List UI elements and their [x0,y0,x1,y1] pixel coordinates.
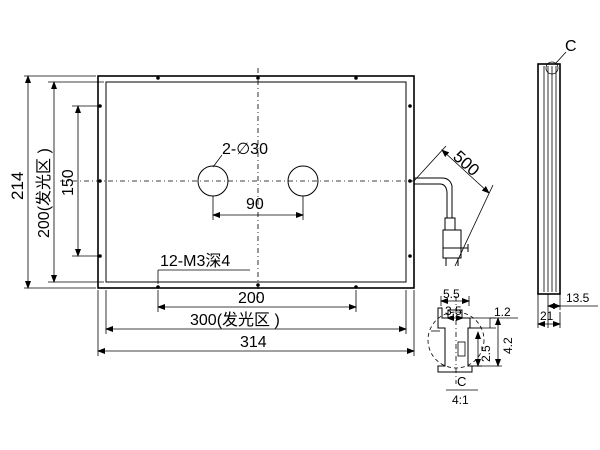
detail-scale: 4:1 [452,393,469,407]
detail-12-label: 1.2 [494,305,511,319]
threads-label: 12-M3深4 [160,252,230,270]
holes-label: 2-∅30 [222,141,268,158]
cable [414,177,469,266]
side-callout-label: C [565,38,577,55]
emit-width-label: 300(发光区 ) [190,311,280,329]
thread-pitch-x-label: 200 [238,290,265,307]
side-view: C 13.5 21 [537,38,598,328]
cable-length-label: 500 [449,147,483,180]
emit-height-label: 200(发光区 ) [35,148,53,238]
hole-pitch-label: 90 [246,196,264,213]
side-135-label: 13.5 [566,291,590,305]
emitting-area-outline [105,81,407,283]
detail-25-label: 2.5 [479,345,493,362]
overall-height-label: 214 [8,172,27,200]
thread-pitch-y-label: 150 [60,169,77,196]
detail-view-c: 5.5 3.5 1.2 2.5 4.2 C 4:1 [427,287,518,407]
front-view: 2-∅30 90 500 12-M3深4 200 300(发光区 ) 314 2 [8,68,494,356]
detail-42-label: 4.2 [501,337,515,354]
detail-title: C [457,374,466,389]
threaded-holes [98,76,412,289]
detail-55-label: 5.5 [443,287,460,301]
side-21-label: 21 [540,309,554,323]
panel-outline [97,75,415,289]
overall-width-label: 314 [240,334,267,351]
detail-35-label: 3.5 [445,304,462,318]
